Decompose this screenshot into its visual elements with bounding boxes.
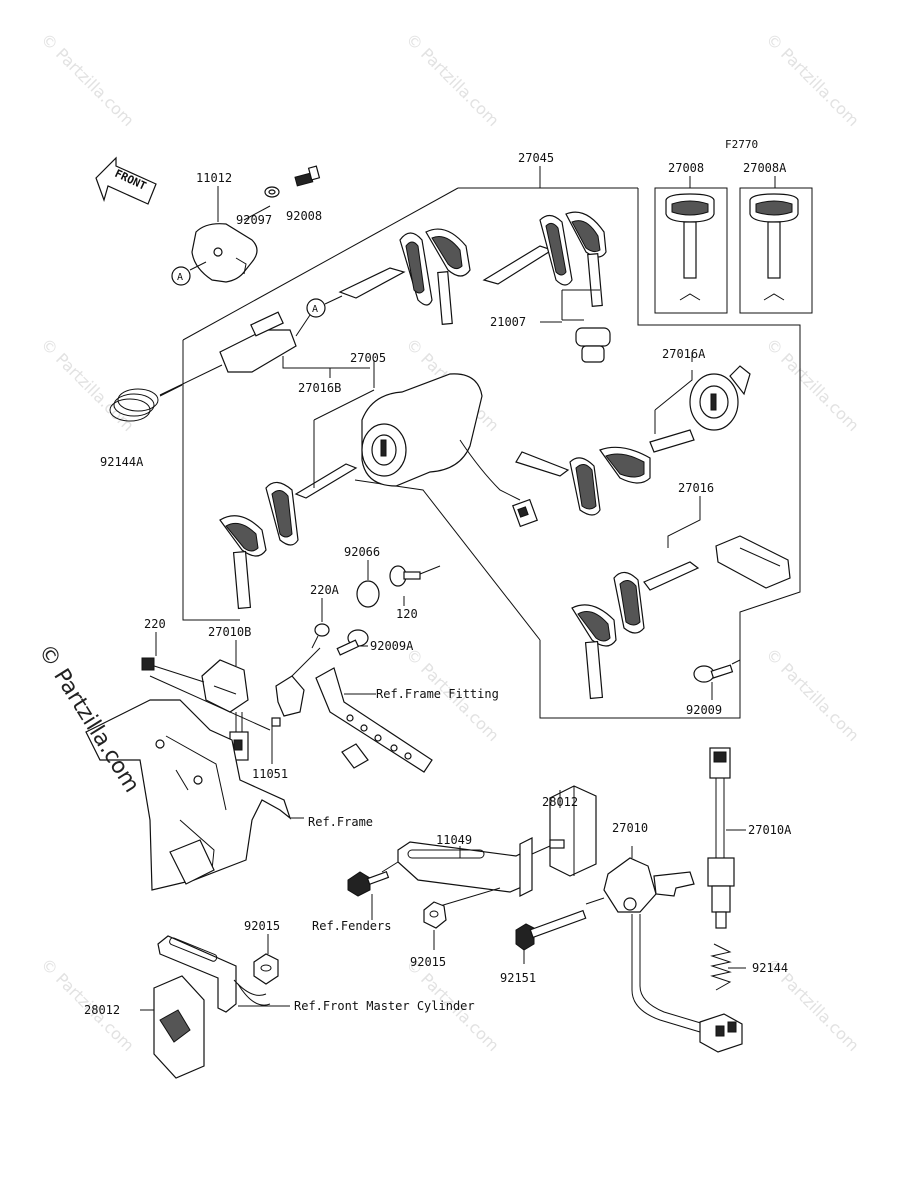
key-27008 bbox=[665, 193, 715, 301]
sensor-27010A bbox=[707, 747, 735, 929]
label-27016A: 27016A bbox=[662, 347, 706, 361]
watermark-tile: © Partzilla.com bbox=[762, 29, 863, 130]
label-27016B: 27016B bbox=[298, 381, 341, 395]
spring-92144A bbox=[109, 384, 183, 422]
switch-27010B bbox=[141, 657, 271, 761]
ref-front-master-cylinder: Ref.Front Master Cylinder bbox=[294, 999, 475, 1013]
bolt-92151 bbox=[515, 897, 605, 951]
label-92008: 92008 bbox=[286, 209, 322, 223]
label-92097: 92097 bbox=[236, 213, 272, 227]
label-92015-lower: 92015 bbox=[244, 919, 280, 933]
cylinder-27016B bbox=[159, 311, 370, 396]
label-28012-lower: 28012 bbox=[84, 1003, 120, 1017]
ref-labels: Ref.Frame Fitting Ref.Frame Ref.Fenders … bbox=[294, 687, 499, 1013]
key-27005 bbox=[219, 389, 375, 610]
key-27008A bbox=[749, 193, 799, 301]
screw-92009A bbox=[336, 629, 369, 656]
label-28012-upper: 28012 bbox=[542, 795, 578, 809]
bolt-92008 bbox=[294, 165, 321, 187]
label-120: 120 bbox=[396, 607, 418, 621]
frame-fitting-bracket bbox=[315, 667, 433, 773]
cap-21007 bbox=[561, 289, 611, 363]
group-outlines bbox=[182, 187, 813, 719]
watermark-tile: © Partzilla.com bbox=[762, 334, 863, 435]
label-27008: 27008 bbox=[668, 161, 704, 175]
label-92144A: 92144A bbox=[100, 455, 144, 469]
callout-a-1: A bbox=[171, 261, 207, 286]
cover-11012 bbox=[191, 205, 271, 283]
label-11049: 11049 bbox=[436, 833, 472, 847]
front-arrow: FRONT bbox=[95, 156, 157, 205]
leader-lines bbox=[140, 166, 776, 1011]
bracket-11051 bbox=[271, 647, 321, 727]
label-27010A: 27010A bbox=[748, 823, 792, 837]
label-11051: 11051 bbox=[252, 767, 288, 781]
watermark-tile: © Partzilla.com bbox=[402, 29, 503, 130]
figure-code: F2770 bbox=[725, 138, 758, 151]
bracket-27016 bbox=[715, 535, 791, 589]
key-27016A bbox=[515, 370, 695, 516]
label-92015-center: 92015 bbox=[410, 955, 446, 969]
plug-92066 bbox=[356, 580, 380, 608]
pad-28012-lower bbox=[153, 975, 205, 1079]
switch-27016A bbox=[689, 365, 751, 431]
label-11012: 11012 bbox=[196, 171, 232, 185]
label-92151: 92151 bbox=[500, 971, 536, 985]
watermark-tile: © Partzilla.com bbox=[37, 29, 138, 130]
switch-27005 bbox=[361, 368, 538, 528]
nut-92015-center bbox=[423, 901, 447, 929]
ref-frame: Ref.Frame bbox=[308, 815, 373, 829]
screw-120 bbox=[389, 565, 441, 587]
pad-28012-upper bbox=[549, 785, 597, 877]
label-27045: 27045 bbox=[518, 151, 554, 165]
key-27016 bbox=[571, 512, 701, 700]
part-labels: F2770 11012 92097 92008 27045 27008 2700… bbox=[84, 138, 792, 1017]
callout-a-2: A bbox=[306, 295, 343, 318]
spring-92144 bbox=[710, 943, 732, 991]
bracket-lower bbox=[157, 935, 271, 1013]
nut-92015-lower bbox=[253, 953, 279, 985]
watermark-tile: © Partzilla.com bbox=[762, 644, 863, 745]
label-92066: 92066 bbox=[344, 545, 380, 559]
label-92144: 92144 bbox=[752, 961, 788, 975]
bracket-11049 bbox=[381, 837, 565, 907]
callout-a-label: A bbox=[312, 304, 318, 315]
key-box-27008 bbox=[654, 187, 728, 314]
label-220A: 220A bbox=[310, 583, 340, 597]
switch-27010 bbox=[603, 846, 743, 1053]
frame-section bbox=[85, 699, 304, 891]
screw-220A bbox=[311, 623, 330, 649]
label-21007: 21007 bbox=[490, 315, 526, 329]
label-92009A: 92009A bbox=[370, 639, 414, 653]
key-27045-right bbox=[482, 211, 607, 307]
label-92009: 92009 bbox=[686, 703, 722, 717]
label-27010: 27010 bbox=[612, 821, 648, 835]
bolt-fenders bbox=[347, 870, 390, 897]
label-27005: 27005 bbox=[350, 351, 386, 365]
callout-a-label: A bbox=[177, 272, 183, 283]
ref-frame-fitting: Ref.Frame Fitting bbox=[376, 687, 499, 701]
ref-fenders: Ref.Fenders bbox=[312, 919, 391, 933]
screw-92009 bbox=[693, 659, 741, 683]
key-box-27008A bbox=[739, 187, 813, 314]
label-220: 220 bbox=[144, 617, 166, 631]
label-27010B: 27010B bbox=[208, 625, 251, 639]
label-27008A: 27008A bbox=[743, 161, 787, 175]
label-27016: 27016 bbox=[678, 481, 714, 495]
key-27016B bbox=[338, 228, 471, 325]
